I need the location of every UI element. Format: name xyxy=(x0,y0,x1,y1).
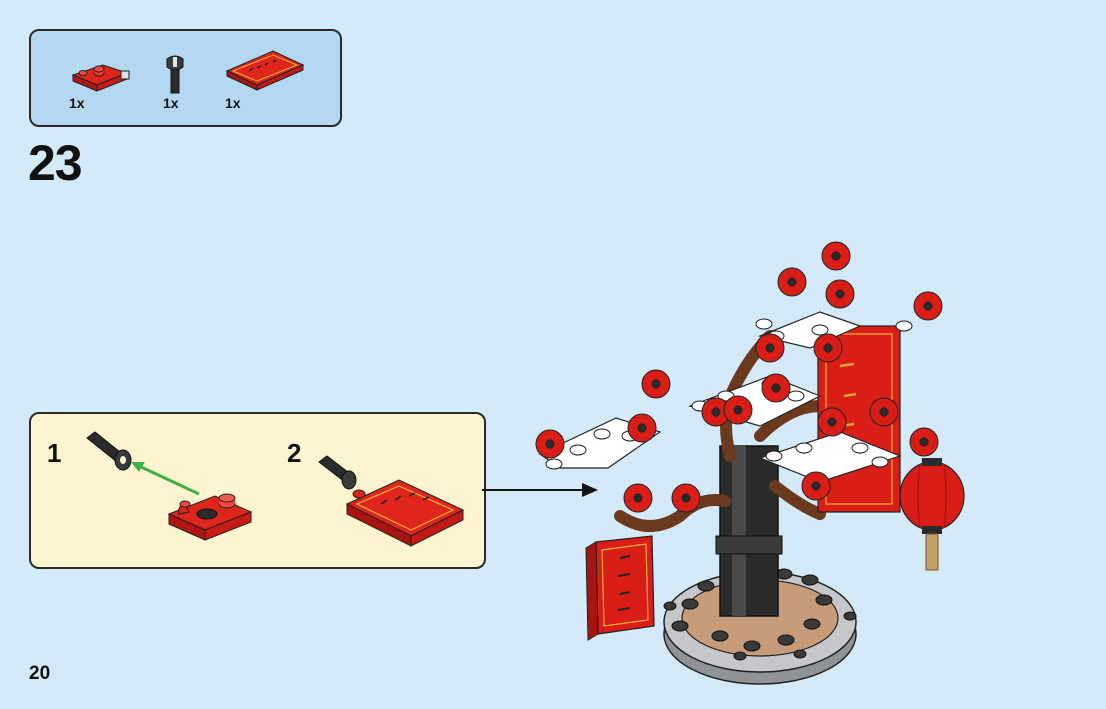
step-number: 23 xyxy=(28,135,83,191)
red-plate-with-clip-icon xyxy=(167,493,253,541)
red-plate-with-clip-icon xyxy=(71,64,130,92)
callout-arrow-icon xyxy=(482,483,598,497)
part-qty-1: 1x xyxy=(69,95,85,111)
part-qty-3: 1x xyxy=(225,95,241,111)
part-qty-2: 1x xyxy=(163,95,179,111)
red-lantern xyxy=(899,458,965,571)
red-blossoms xyxy=(535,241,943,513)
red-printed-banner-tile-icon xyxy=(225,50,305,91)
parts-list-box: 1x 1x 1x xyxy=(29,29,342,127)
tree-model-illustration xyxy=(535,241,965,685)
substep-number-1: 1 xyxy=(47,438,62,468)
substep-1-illustration xyxy=(86,431,253,541)
substep-number-2: 2 xyxy=(287,438,302,468)
page-number: 20 xyxy=(29,663,51,684)
substep-box: 1 2 xyxy=(29,412,486,569)
tree-trunk xyxy=(715,445,783,617)
black-clip-bar-icon xyxy=(86,431,132,471)
substep-2-illustration xyxy=(318,455,465,547)
black-clip-bar-icon xyxy=(166,55,184,94)
assembly-arrow-icon xyxy=(131,462,200,496)
red-hanging-sign-left xyxy=(585,535,655,641)
